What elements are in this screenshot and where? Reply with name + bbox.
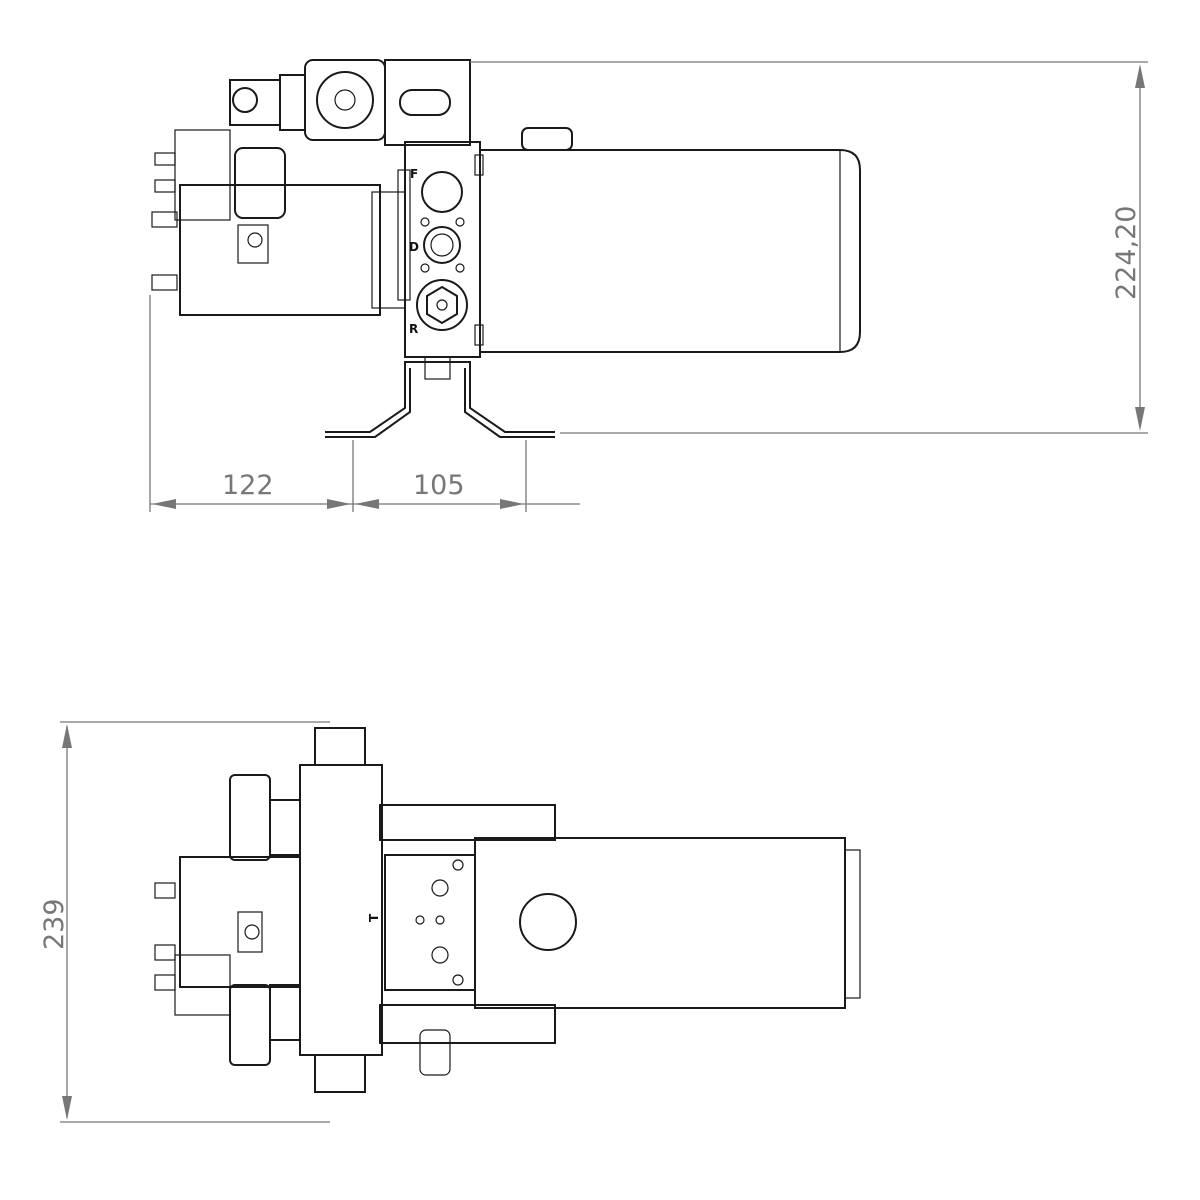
solenoid-coil — [234, 147, 286, 219]
cartridge-valve — [299, 764, 383, 1056]
top-dimensions: 239 — [39, 721, 330, 1123]
mounting-bracket — [325, 361, 555, 433]
top-view: T — [154, 727, 861, 1093]
dimension-width-left: 122 — [222, 470, 274, 501]
check-valve — [229, 79, 281, 126]
tank — [479, 149, 861, 353]
motor — [179, 184, 381, 316]
valve-block-top — [384, 854, 476, 991]
port-label-f: F — [410, 167, 418, 181]
motor-top — [179, 856, 301, 988]
port-label-r: R — [409, 322, 418, 336]
side-view: F D R — [151, 59, 861, 438]
tank-top — [474, 837, 846, 1009]
port-label-t: T — [367, 913, 381, 922]
port-label-d: D — [409, 240, 419, 254]
terminals — [151, 152, 178, 291]
dimension-height-side: 224,20 — [1111, 206, 1142, 300]
dimension-width-mid: 105 — [413, 470, 465, 501]
filler-cap-top — [519, 893, 577, 951]
dimension-height-top: 239 — [39, 898, 70, 950]
side-dimensions: 224,20 122 105 — [149, 61, 1148, 512]
filler-cap — [521, 127, 573, 151]
